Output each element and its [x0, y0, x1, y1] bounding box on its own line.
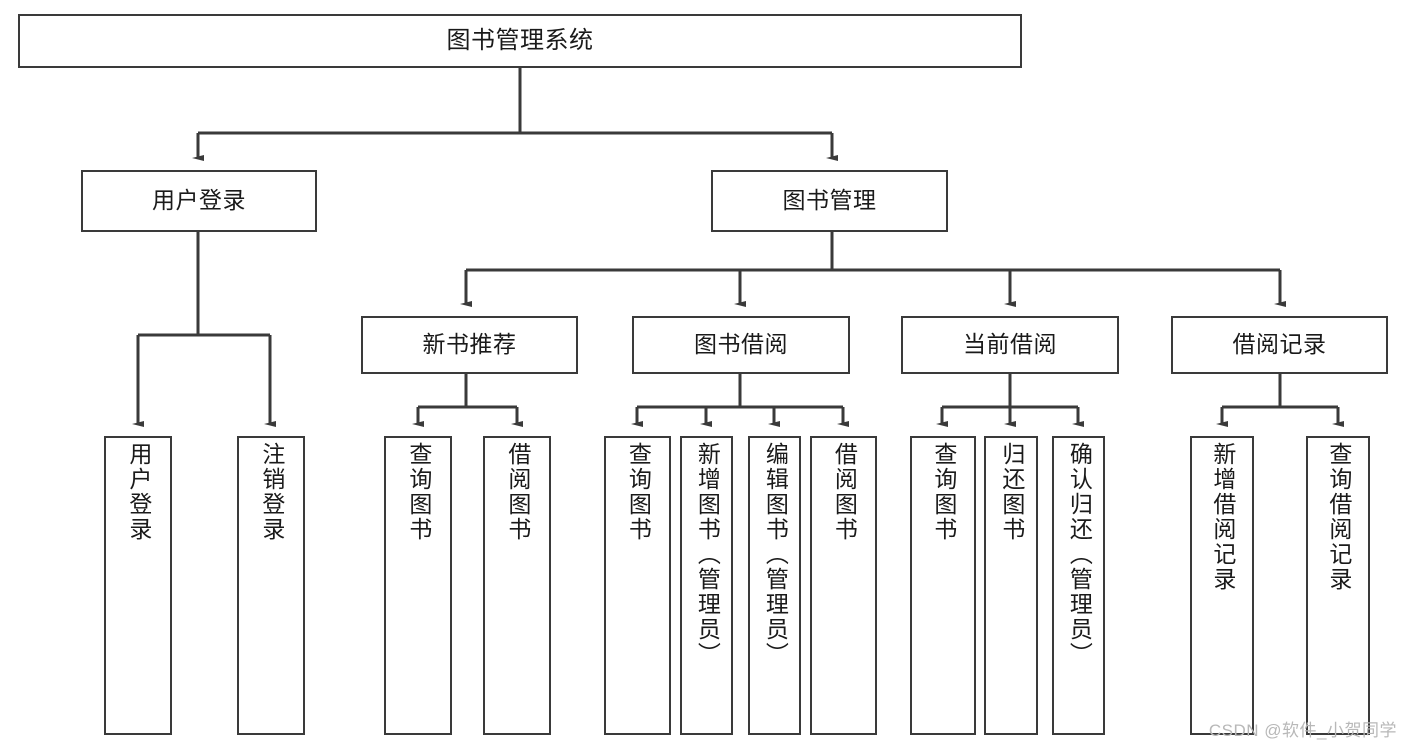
node-current-borrow-label: 当前借阅 — [963, 331, 1057, 358]
node-leaf-query-book-2[interactable]: 查询图书 — [604, 436, 671, 735]
node-book-manage-label: 图书管理 — [782, 187, 877, 214]
node-leaf-edit-book-label: 编辑图书（管理员） — [762, 442, 789, 667]
node-leaf-query-record[interactable]: 查询借阅记录 — [1306, 436, 1370, 735]
node-leaf-query-book-1-label: 查询图书 — [405, 442, 432, 542]
node-book-manage[interactable]: 图书管理 — [711, 170, 948, 232]
node-leaf-edit-book[interactable]: 编辑图书（管理员） — [748, 436, 801, 735]
node-borrow-record[interactable]: 借阅记录 — [1171, 316, 1388, 374]
node-leaf-query-book-3[interactable]: 查询图书 — [910, 436, 976, 735]
node-leaf-confirm-return-label: 确认归还（管理员） — [1066, 442, 1093, 667]
node-leaf-add-record-label: 新增借阅记录 — [1209, 442, 1236, 592]
node-leaf-borrow-book-1-label: 借阅图书 — [504, 442, 531, 542]
node-root[interactable]: 图书管理系统 — [18, 14, 1022, 68]
node-leaf-borrow-book-2-label: 借阅图书 — [831, 442, 858, 542]
node-user-login-label: 用户登录 — [152, 187, 246, 214]
node-leaf-add-book[interactable]: 新增图书（管理员） — [680, 436, 733, 735]
node-book-borrow-label: 图书借阅 — [694, 331, 788, 358]
node-leaf-logout-login-label: 注销登录 — [258, 442, 285, 542]
node-leaf-user-login-label: 用户登录 — [125, 442, 152, 542]
node-leaf-query-book-2-label: 查询图书 — [625, 442, 652, 542]
node-current-borrow[interactable]: 当前借阅 — [901, 316, 1119, 374]
node-leaf-logout-login[interactable]: 注销登录 — [237, 436, 305, 735]
node-user-login[interactable]: 用户登录 — [81, 170, 317, 232]
node-root-label: 图书管理系统 — [446, 26, 594, 54]
csdn-watermark: CSDN @软件_小贺同学 — [1208, 721, 1397, 740]
node-leaf-query-book-3-label: 查询图书 — [930, 442, 957, 542]
node-leaf-user-login[interactable]: 用户登录 — [104, 436, 172, 735]
node-leaf-return-book-label: 归还图书 — [998, 442, 1025, 542]
node-leaf-query-record-label: 查询借阅记录 — [1325, 442, 1352, 592]
node-new-book-recommend[interactable]: 新书推荐 — [361, 316, 578, 374]
node-leaf-confirm-return[interactable]: 确认归还（管理员） — [1052, 436, 1105, 735]
node-leaf-query-book-1[interactable]: 查询图书 — [384, 436, 452, 735]
node-book-borrow[interactable]: 图书借阅 — [632, 316, 850, 374]
node-leaf-borrow-book-2[interactable]: 借阅图书 — [810, 436, 877, 735]
node-leaf-add-book-label: 新增图书（管理员） — [694, 442, 721, 667]
node-new-book-recommend-label: 新书推荐 — [422, 331, 517, 358]
node-leaf-return-book[interactable]: 归还图书 — [984, 436, 1038, 735]
node-leaf-add-record[interactable]: 新增借阅记录 — [1190, 436, 1254, 735]
node-borrow-record-label: 借阅记录 — [1232, 331, 1327, 358]
node-leaf-borrow-book-1[interactable]: 借阅图书 — [483, 436, 551, 735]
